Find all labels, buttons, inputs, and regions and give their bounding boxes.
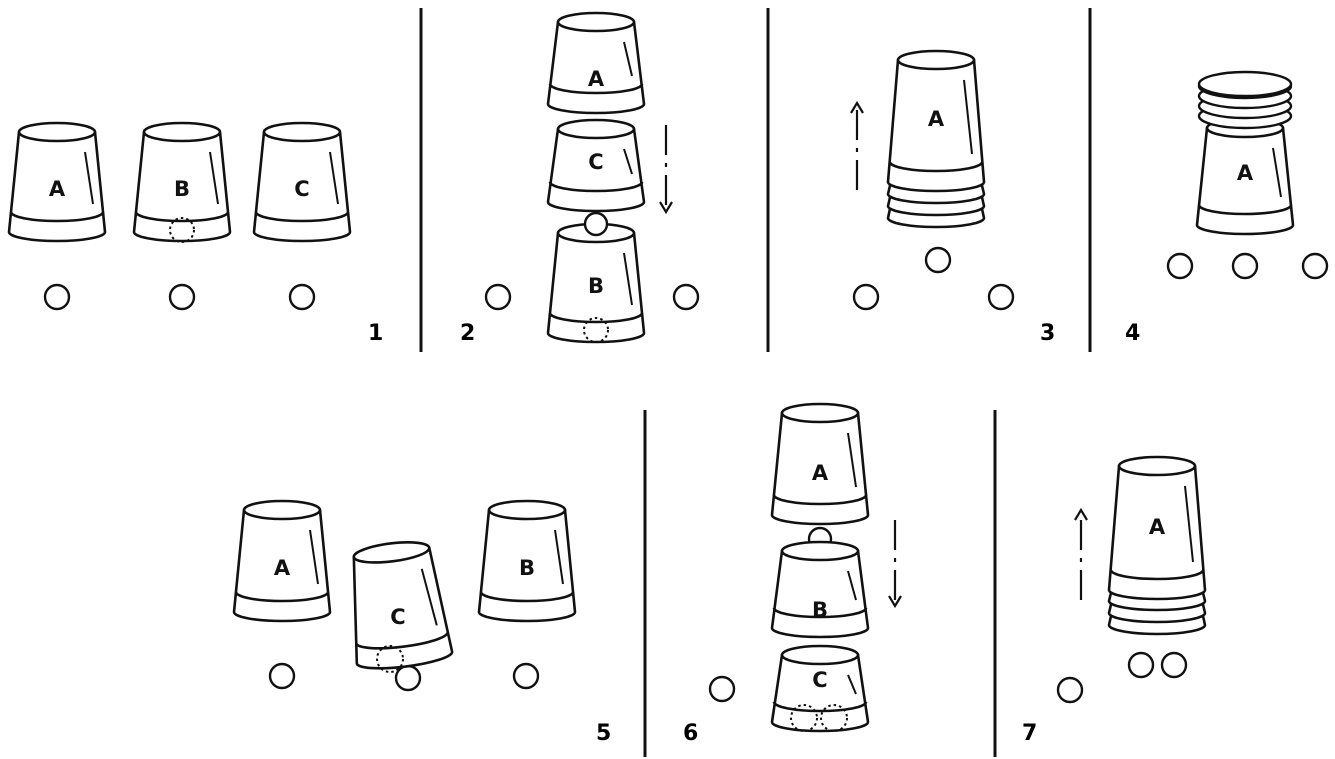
arrow-head	[1075, 510, 1087, 520]
panel-number: 6	[683, 721, 698, 746]
ball	[1233, 254, 1257, 278]
ball	[45, 285, 69, 309]
cup-label: A	[812, 461, 829, 485]
panel-number: 4	[1125, 321, 1140, 346]
ball	[1058, 678, 1082, 702]
cup	[548, 13, 644, 113]
panel-number: 7	[1022, 721, 1037, 746]
ball	[270, 664, 294, 688]
ball	[396, 666, 420, 690]
ball	[710, 677, 734, 701]
ball	[926, 248, 950, 272]
cup-label: A	[49, 177, 66, 201]
stacked-cup-rim	[1199, 72, 1291, 96]
cup-label: A	[274, 556, 291, 580]
cup-label: C	[294, 177, 309, 201]
panel-number: 3	[1040, 321, 1055, 346]
ball	[674, 285, 698, 309]
panel-number: 5	[596, 721, 611, 746]
cup-label: B	[812, 598, 828, 622]
ball	[514, 664, 538, 688]
panel-dividers	[421, 8, 1090, 757]
ball	[486, 285, 510, 309]
cup-label: B	[174, 177, 190, 201]
cup-drawings	[9, 13, 1327, 731]
panel-numbers: 1 2 3 4 5 6 7	[368, 321, 1140, 746]
cup-label: B	[588, 274, 604, 298]
cup-labels: A B C A C B A A A C B A B C A	[49, 67, 1254, 692]
cup	[772, 542, 868, 637]
ball	[585, 213, 607, 235]
ball	[1168, 254, 1192, 278]
cup-label: C	[812, 668, 827, 692]
cup-label: B	[519, 556, 535, 580]
cup-label: A	[928, 107, 945, 131]
cup-label: A	[1237, 161, 1254, 185]
ball	[290, 285, 314, 309]
ball	[989, 285, 1013, 309]
ball	[1162, 653, 1186, 677]
ball	[1303, 254, 1327, 278]
panel-number: 2	[460, 321, 475, 346]
panel-number: 1	[368, 321, 383, 346]
ball	[1129, 653, 1153, 677]
cup-label: C	[390, 605, 405, 629]
ball	[170, 285, 194, 309]
ball	[854, 285, 878, 309]
cup-label: A	[1149, 515, 1166, 539]
cup-label: C	[588, 150, 603, 174]
cup-label: A	[588, 67, 605, 91]
